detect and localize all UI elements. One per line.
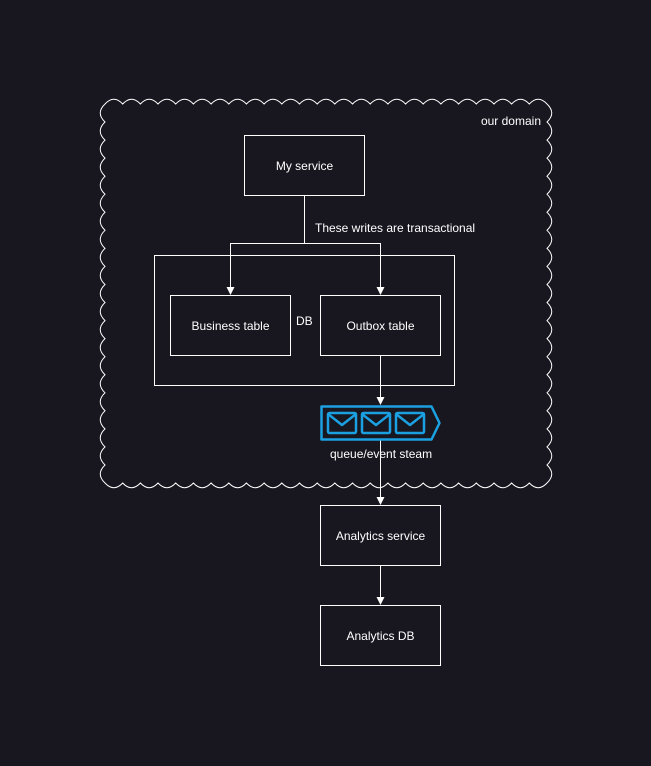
domain-label: our domain xyxy=(480,114,541,128)
edge-service-to-business-table xyxy=(226,196,305,295)
domain-boundary xyxy=(99,98,553,489)
envelope-icon xyxy=(360,411,392,435)
outbox-table-box xyxy=(320,295,441,356)
my-service-box xyxy=(244,135,365,196)
db-container xyxy=(154,255,455,386)
analytics-service-label: Analytics service xyxy=(335,528,426,543)
analytics-db-label: Analytics DB xyxy=(346,628,415,643)
outbox-table-label: Outbox table xyxy=(346,318,415,333)
edge-service-to-outbox-table xyxy=(304,243,385,295)
queue-label: queue/event steam xyxy=(330,447,433,461)
analytics-service-box xyxy=(320,505,441,566)
db-label: DB xyxy=(296,314,313,328)
transactional-note: These writes are transactional xyxy=(315,221,476,235)
business-table-label: Business table xyxy=(191,318,270,333)
message-queue-icon xyxy=(320,405,441,441)
analytics-db-box xyxy=(320,605,441,666)
envelope-icon xyxy=(326,411,358,435)
envelope-icon xyxy=(394,411,426,435)
business-table-box xyxy=(170,295,291,356)
my-service-label: My service xyxy=(275,158,334,173)
